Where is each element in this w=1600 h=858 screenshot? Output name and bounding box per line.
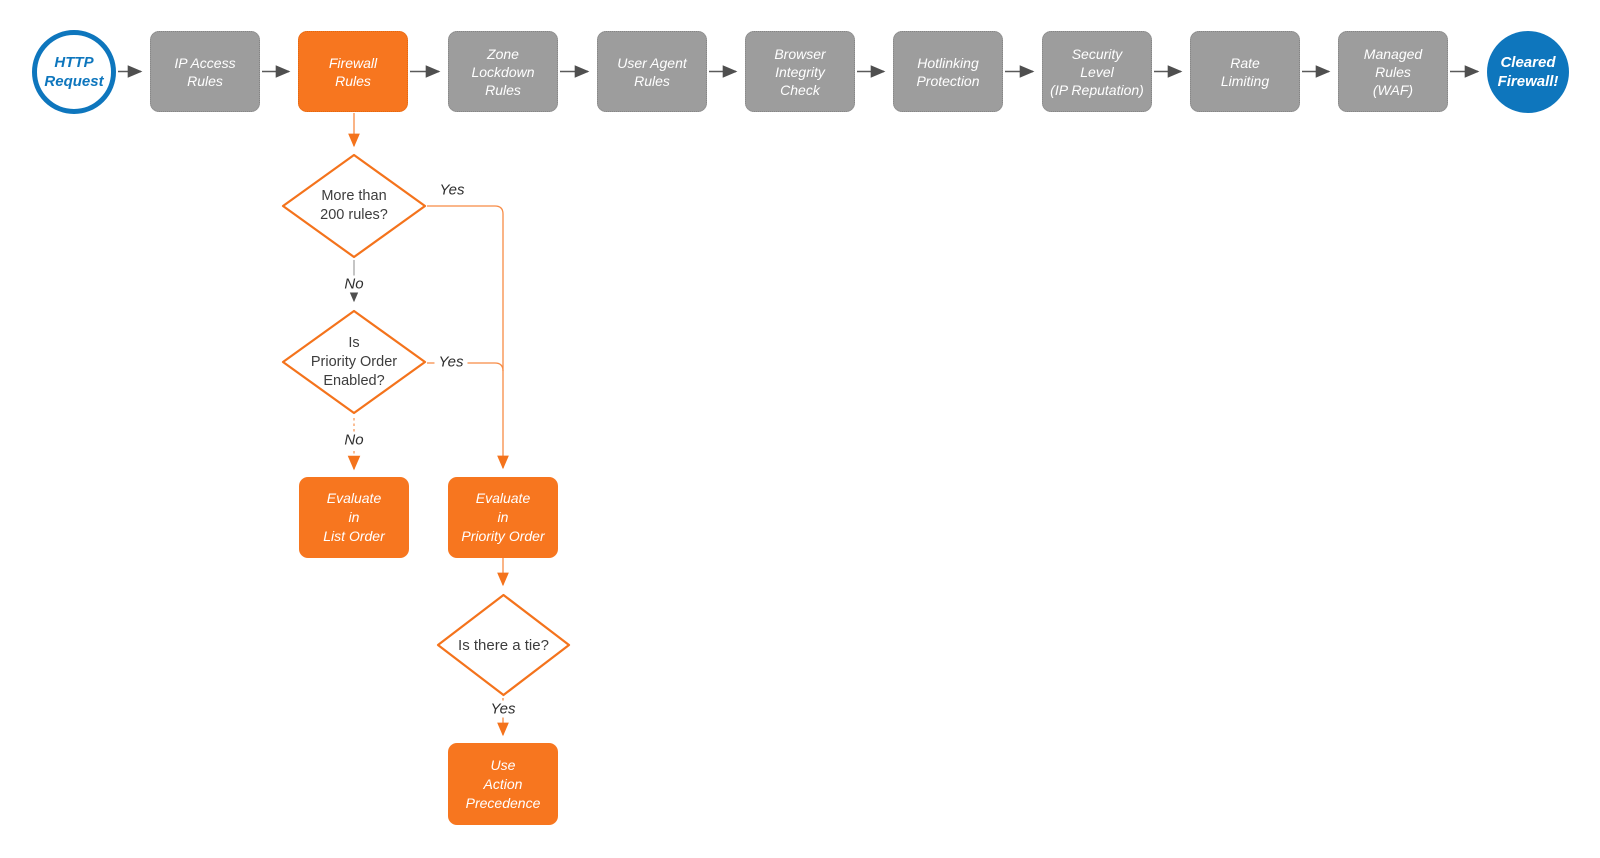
pipeline-step-managed-rules-waf: Managed Rules (WAF)	[1338, 31, 1448, 112]
edge-label-decision1-yes: Yes	[439, 181, 465, 199]
pipeline-step-label: User Agent Rules	[617, 54, 687, 89]
start-node-http-request: HTTP Request	[32, 30, 116, 114]
action-label: Evaluate in List Order	[323, 490, 385, 544]
pipeline-step-zone-lockdown-rules: Zone Lockdown Rules	[448, 31, 558, 112]
pipeline-step-firewall-rules: Firewall Rules	[298, 31, 408, 112]
pipeline-step-label: Zone Lockdown Rules	[471, 45, 535, 98]
action-evaluate-in-list-order: Evaluate in List Order	[299, 477, 409, 558]
pipeline-step-label: Hotlinking Protection	[916, 54, 980, 89]
end-node-label: Cleared Firewall!	[1497, 54, 1559, 90]
edge-decision2-yes	[427, 362, 504, 372]
edge-label-decision2-no: No	[340, 431, 368, 449]
pipeline-step-hotlinking-protection: Hotlinking Protection	[893, 31, 1003, 112]
decision-label: More than 200 rules?	[320, 188, 388, 223]
pipeline-step-browser-integrity-check: Browser Integrity Check	[745, 31, 855, 112]
pipeline-step-ip-access-rules: IP Access Rules	[150, 31, 260, 112]
action-label: Use Action Precedence	[465, 756, 541, 811]
pipeline-step-label: Rate Limiting	[1220, 54, 1270, 89]
decision-label: Is there a tie?	[458, 636, 549, 654]
action-use-action-precedence: Use Action Precedence	[448, 743, 558, 825]
pipeline-step-label: Firewall Rules	[328, 54, 378, 89]
end-node-cleared-firewall: Cleared Firewall!	[1487, 31, 1569, 113]
pipeline-step-security-level: Security Level (IP Reputation)	[1042, 31, 1152, 112]
diamond-shape	[281, 153, 427, 259]
diamond-shape	[436, 593, 571, 697]
pipeline-step-label: IP Access Rules	[174, 54, 236, 89]
edge-label-decision1-no: No	[340, 275, 368, 293]
action-evaluate-in-priority-order: Evaluate in Priority Order	[448, 477, 558, 558]
pipeline-step-label: Security Level (IP Reputation)	[1050, 45, 1144, 98]
edge-label-decision3-yes: Yes	[486, 700, 520, 718]
decision-more-than-200-rules: More than 200 rules?	[281, 153, 427, 259]
decision-label: Is Priority Order Enabled?	[310, 334, 398, 389]
diamond-shape	[281, 309, 427, 415]
action-label: Evaluate in Priority Order	[461, 490, 545, 544]
decision-is-there-a-tie: Is there a tie?	[436, 593, 571, 697]
decision-priority-order-enabled: Is Priority Order Enabled?	[281, 309, 427, 415]
pipeline-step-label: Managed Rules (WAF)	[1363, 45, 1423, 98]
edge-decision1-yes	[427, 205, 509, 470]
pipeline-step-rate-limiting: Rate Limiting	[1190, 31, 1300, 112]
pipeline-step-label: Browser Integrity Check	[774, 45, 826, 98]
start-node-label: HTTP Request	[44, 54, 104, 90]
pipeline-step-user-agent-rules: User Agent Rules	[597, 31, 707, 112]
edge-label-decision2-yes: Yes	[434, 353, 468, 371]
